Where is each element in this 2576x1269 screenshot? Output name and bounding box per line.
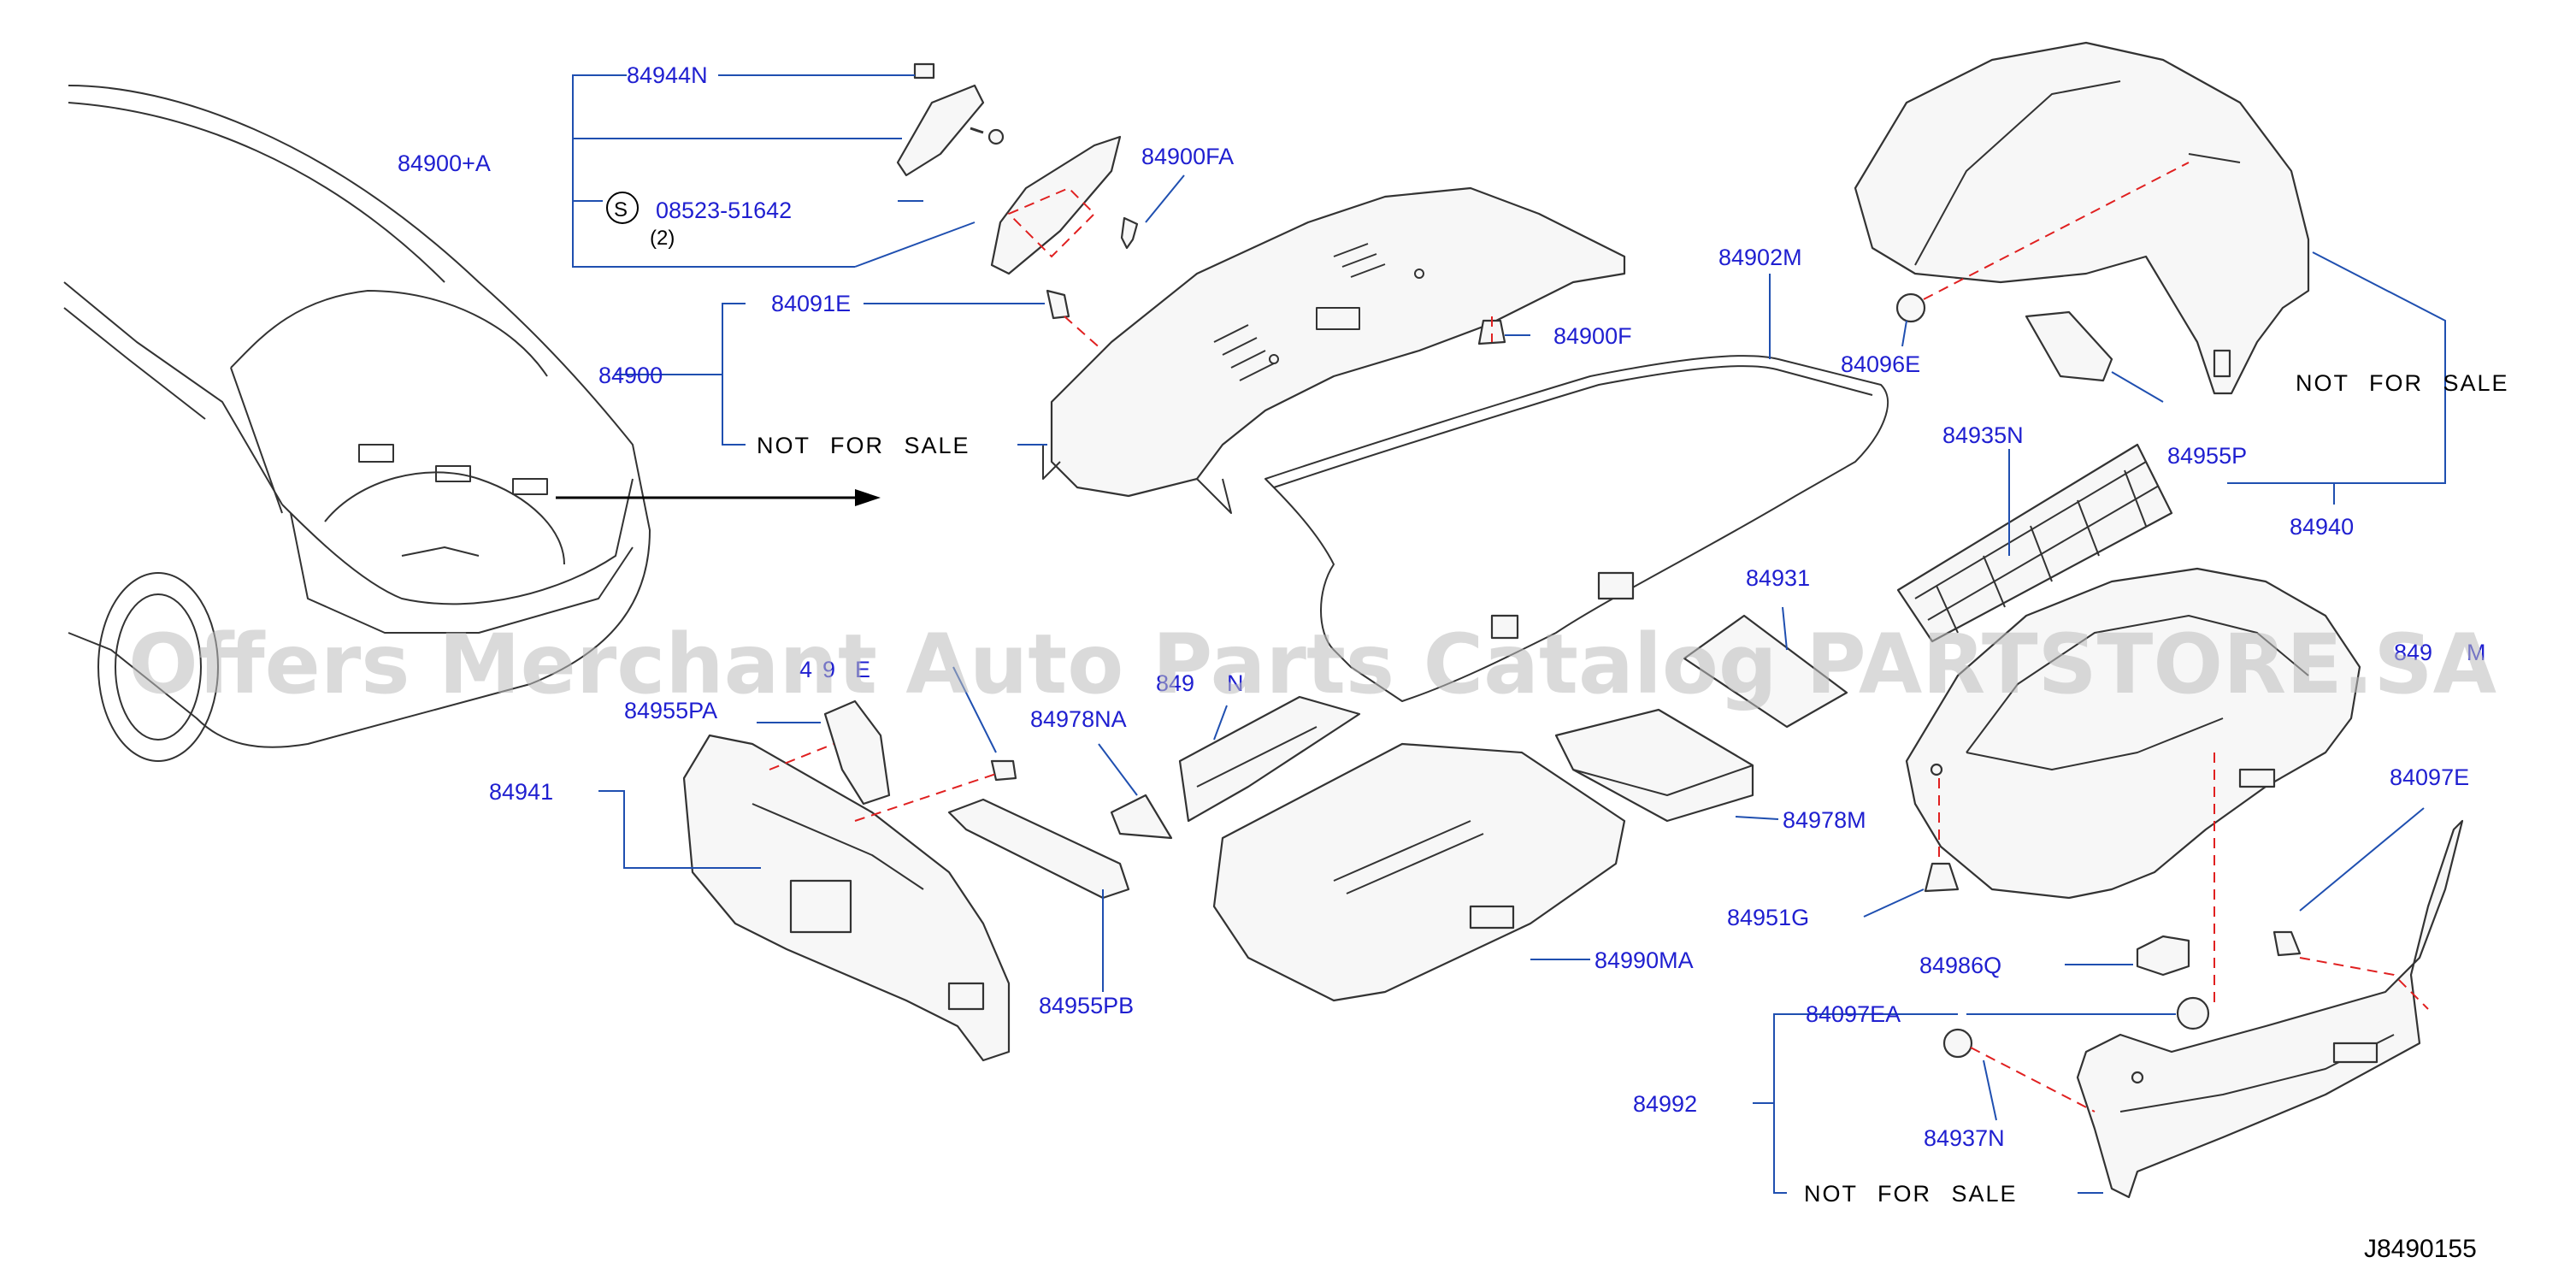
part-84992-rear-finisher — [2076, 819, 2464, 1199]
label-84955P: 84955P — [2167, 443, 2247, 469]
label-84955PB: 84955PB — [1039, 993, 1134, 1018]
screw-symbol: S — [614, 198, 628, 221]
part-849xxN-divider — [1178, 695, 1361, 823]
not-for-sale-84992: NOT FOR SALE — [1804, 1181, 2018, 1207]
not-for-sale-84940: NOT FOR SALE — [2296, 370, 2509, 396]
label-84978M: 84978M — [1783, 807, 1866, 833]
label-849xxE-part2: 9 — [822, 657, 835, 682]
direction-arrow — [556, 489, 881, 506]
label-84978NA: 84978NA — [1030, 706, 1127, 732]
part-84935N-net — [1896, 443, 2173, 643]
label-84990MA: 84990MA — [1595, 947, 1694, 973]
part-84900-trunk-lid-finisher — [1042, 186, 1626, 514]
part-84941-lh-side-finisher — [682, 734, 1011, 1062]
label-849xxN-part2: N — [1227, 670, 1244, 696]
part-labels: 84944N 84900+A S 08523-51642 (2) 84900FA… — [398, 62, 2509, 1263]
label-84091E: 84091E — [771, 291, 851, 316]
clip-84096E — [1895, 292, 1926, 323]
label-84992: 84992 — [1633, 1091, 1697, 1117]
part-84978M-box — [1554, 708, 1754, 823]
label-84902M: 84902M — [1718, 245, 1802, 270]
label-84955PA: 84955PA — [624, 698, 717, 723]
clip-84900F — [1477, 319, 1506, 345]
part-84955P-pad — [2025, 310, 2113, 382]
part-84978NA-pad — [1110, 794, 1173, 840]
clip-84091E — [1046, 289, 1070, 320]
label-84935N: 84935N — [1942, 422, 2024, 448]
not-for-sale-84900: NOT FOR SALE — [757, 433, 970, 458]
diagram-code: J8490155 — [2364, 1235, 2477, 1263]
part-84944N-cover — [896, 84, 985, 177]
part-84990MA-floor-mat — [1212, 742, 1626, 1002]
label-84944N: 84944N — [627, 62, 708, 88]
label-84900F: 84900F — [1553, 323, 1632, 349]
guide-84992 — [1970, 957, 2429, 1113]
label-8493xM-part1: 849 — [2394, 640, 2432, 665]
label-849xxE-part3: E — [855, 657, 870, 682]
label-84900FA: 84900FA — [1141, 144, 1234, 169]
clip-84097E — [2272, 930, 2302, 957]
clip-84951G — [1924, 862, 1960, 893]
part-84902M-weatherstrip — [1264, 355, 1889, 702]
label-84931: 84931 — [1746, 565, 1810, 591]
watermark-text: Offers Merchant Auto Parts Catalog PARTS… — [128, 617, 2496, 712]
label-84951G: 84951G — [1727, 905, 1809, 930]
clip-849xxE — [990, 759, 1017, 782]
label-84937N: 84937N — [1924, 1125, 2005, 1151]
clip-84937N — [1942, 1028, 1973, 1059]
leader-lines — [572, 74, 2446, 1194]
label-84900: 84900 — [598, 363, 663, 388]
label-84096E: 84096E — [1841, 351, 1920, 377]
label-84097E: 84097E — [2390, 764, 2469, 790]
guide-84096E — [1923, 162, 2190, 300]
clip-84944N-top — [913, 62, 935, 80]
part-84955PA-pocket — [823, 699, 891, 806]
part-84986Q-pad — [2136, 935, 2190, 977]
label-84097EA: 84097EA — [1806, 1001, 1901, 1027]
part-84900FA-bracket — [990, 135, 1122, 275]
screw-08523 — [970, 127, 1005, 145]
screw-qty: (2) — [650, 227, 675, 250]
clip-84900FA — [1120, 216, 1139, 250]
guide-84941 — [769, 743, 997, 822]
car-outline — [63, 85, 651, 762]
label-8493xM-part2: M — [2467, 640, 2486, 665]
part-84931-panel — [1683, 614, 1848, 729]
label-84986Q: 84986Q — [1919, 953, 2001, 978]
guide-84900FA — [1007, 186, 1096, 258]
guide-84091E — [1064, 316, 1104, 351]
label-849xxE-part1: 4 — [799, 657, 812, 682]
label-84941: 84941 — [489, 779, 553, 805]
label-84900A: 84900+A — [398, 151, 491, 176]
label-849xxN-part1: 849 — [1156, 670, 1194, 696]
part-84955PB-tray — [947, 798, 1130, 900]
label-84940: 84940 — [2290, 514, 2354, 540]
clip-84097EA — [2176, 996, 2210, 1030]
label-08523-51642: 08523-51642 — [656, 198, 792, 223]
part-8493xM-trunk-well — [1905, 567, 2361, 900]
screw-symbol-circle — [606, 192, 639, 224]
